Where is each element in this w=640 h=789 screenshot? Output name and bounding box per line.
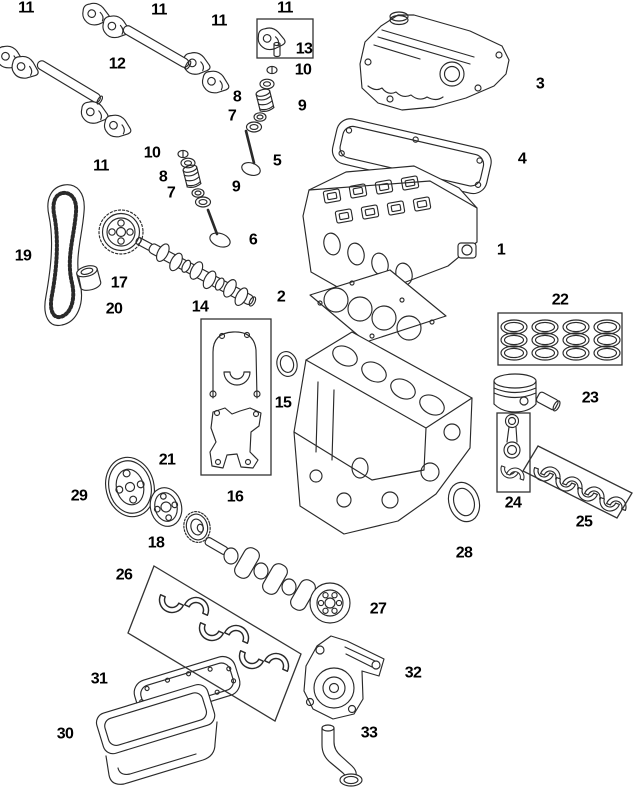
part-oil-pan[interactable]: [94, 682, 218, 785]
part-belt-tensioner[interactable]: [75, 264, 102, 293]
callout-number[interactable]: 9: [232, 179, 242, 196]
connecting-rod-box: [496, 412, 531, 493]
part-crank-sprocket[interactable]: [181, 509, 214, 545]
callout-number[interactable]: 7: [167, 185, 177, 202]
part-valve-stem-seal[interactable]: [253, 112, 267, 122]
part-pulley-hub-plate[interactable]: [146, 484, 186, 529]
part-rocker-screw[interactable]: [273, 41, 281, 58]
part-piston[interactable]: [493, 373, 537, 413]
callout-number[interactable]: 28: [456, 545, 474, 562]
callout-number[interactable]: 5: [273, 153, 283, 170]
part-rocker-arm[interactable]: [198, 67, 233, 98]
callout-number[interactable]: 11: [151, 2, 168, 19]
part-oil-pump[interactable]: [303, 635, 385, 720]
callout-number[interactable]: 29: [71, 488, 89, 505]
part-piston-pin[interactable]: [535, 391, 561, 412]
part-crank-pulley[interactable]: [99, 452, 160, 522]
callout-number[interactable]: 24: [505, 495, 523, 512]
part-valve-stem-seal[interactable]: [191, 188, 205, 198]
part-cam-sprocket[interactable]: [98, 209, 144, 255]
callout-number[interactable]: 9: [298, 98, 308, 115]
part-rocker-shaft[interactable]: [36, 59, 104, 105]
rocker-screw-detail-box: [256, 18, 314, 59]
callout-number[interactable]: 4: [518, 151, 528, 168]
callout-number[interactable]: 32: [405, 665, 423, 682]
part-camshaft[interactable]: [132, 231, 260, 312]
part-timing-belt[interactable]: [44, 184, 85, 327]
callout-number[interactable]: 15: [275, 395, 293, 412]
detail-boxes-layer: [127, 18, 633, 722]
part-exhaust-valve[interactable]: [206, 208, 232, 250]
part-oil-pickup-tube[interactable]: [321, 724, 363, 787]
callout-number[interactable]: 2: [277, 289, 287, 306]
part-main-bearing-set[interactable]: [154, 592, 294, 674]
part-connecting-rod[interactable]: [497, 413, 528, 482]
part-valve-keeper[interactable]: [266, 65, 278, 75]
part-rear-main-seal[interactable]: [444, 478, 485, 525]
callout-number[interactable]: 26: [116, 567, 134, 584]
part-crankshaft[interactable]: [204, 537, 351, 624]
part-spring-seat[interactable]: [245, 121, 263, 133]
callout-number[interactable]: 8: [233, 89, 243, 106]
callout-number[interactable]: 11: [277, 0, 294, 17]
part-timing-cover-gaskets[interactable]: [209, 331, 262, 469]
part-spring-retainer[interactable]: [259, 78, 275, 90]
callout-number[interactable]: 20: [106, 301, 124, 318]
part-spring-seat[interactable]: [194, 196, 212, 208]
part-rocker-arm-boxed[interactable]: [255, 25, 288, 53]
callout-number[interactable]: 11: [93, 158, 110, 175]
part-cylinder-head[interactable]: [302, 165, 478, 294]
rod-bearing-set-box: [522, 445, 633, 519]
callout-number[interactable]: 30: [57, 726, 75, 743]
callout-number[interactable]: 17: [111, 275, 129, 292]
part-piston-ring-set[interactable]: [500, 319, 621, 361]
piston-ring-set-box: [497, 312, 623, 366]
callout-number[interactable]: 10: [144, 145, 162, 162]
part-intake-valve[interactable]: [240, 129, 262, 178]
callout-number[interactable]: 31: [91, 671, 109, 688]
callout-number[interactable]: 16: [227, 489, 245, 506]
part-head-gasket[interactable]: [309, 269, 447, 343]
callout-number[interactable]: 12: [109, 56, 127, 73]
callout-number[interactable]: 27: [370, 601, 388, 618]
callout-number[interactable]: 33: [361, 725, 379, 742]
part-engine-block[interactable]: [293, 331, 473, 535]
part-rocker-shaft[interactable]: [122, 24, 192, 70]
callout-number[interactable]: 3: [536, 76, 546, 93]
callout-number[interactable]: 1: [497, 242, 507, 259]
callout-number[interactable]: 19: [15, 248, 33, 265]
callout-number[interactable]: 7: [228, 108, 238, 125]
main-bearing-set-box: [127, 565, 302, 722]
callout-number[interactable]: 13: [296, 41, 314, 58]
part-camshaft-seal[interactable]: [274, 349, 299, 378]
callout-number[interactable]: 25: [576, 514, 594, 531]
callout-number[interactable]: 18: [148, 535, 166, 552]
callout-number[interactable]: 23: [582, 390, 600, 407]
callout-number[interactable]: 11: [211, 13, 228, 30]
callout-number[interactable]: 21: [159, 452, 177, 469]
part-rod-bearing-set[interactable]: [530, 463, 630, 515]
callout-number[interactable]: 6: [249, 232, 259, 249]
callout-number[interactable]: 14: [192, 299, 210, 316]
callout-number[interactable]: 22: [552, 292, 570, 309]
callout-number[interactable]: 11: [18, 0, 35, 17]
part-valve-keeper[interactable]: [177, 149, 189, 159]
timing-cover-gasket-box: [200, 318, 272, 476]
part-valve-cover[interactable]: [359, 11, 510, 111]
part-valve-spring[interactable]: [254, 87, 275, 114]
callout-number[interactable]: 8: [159, 169, 169, 186]
part-spring-retainer[interactable]: [180, 157, 196, 169]
callout-number[interactable]: 10: [295, 62, 313, 79]
